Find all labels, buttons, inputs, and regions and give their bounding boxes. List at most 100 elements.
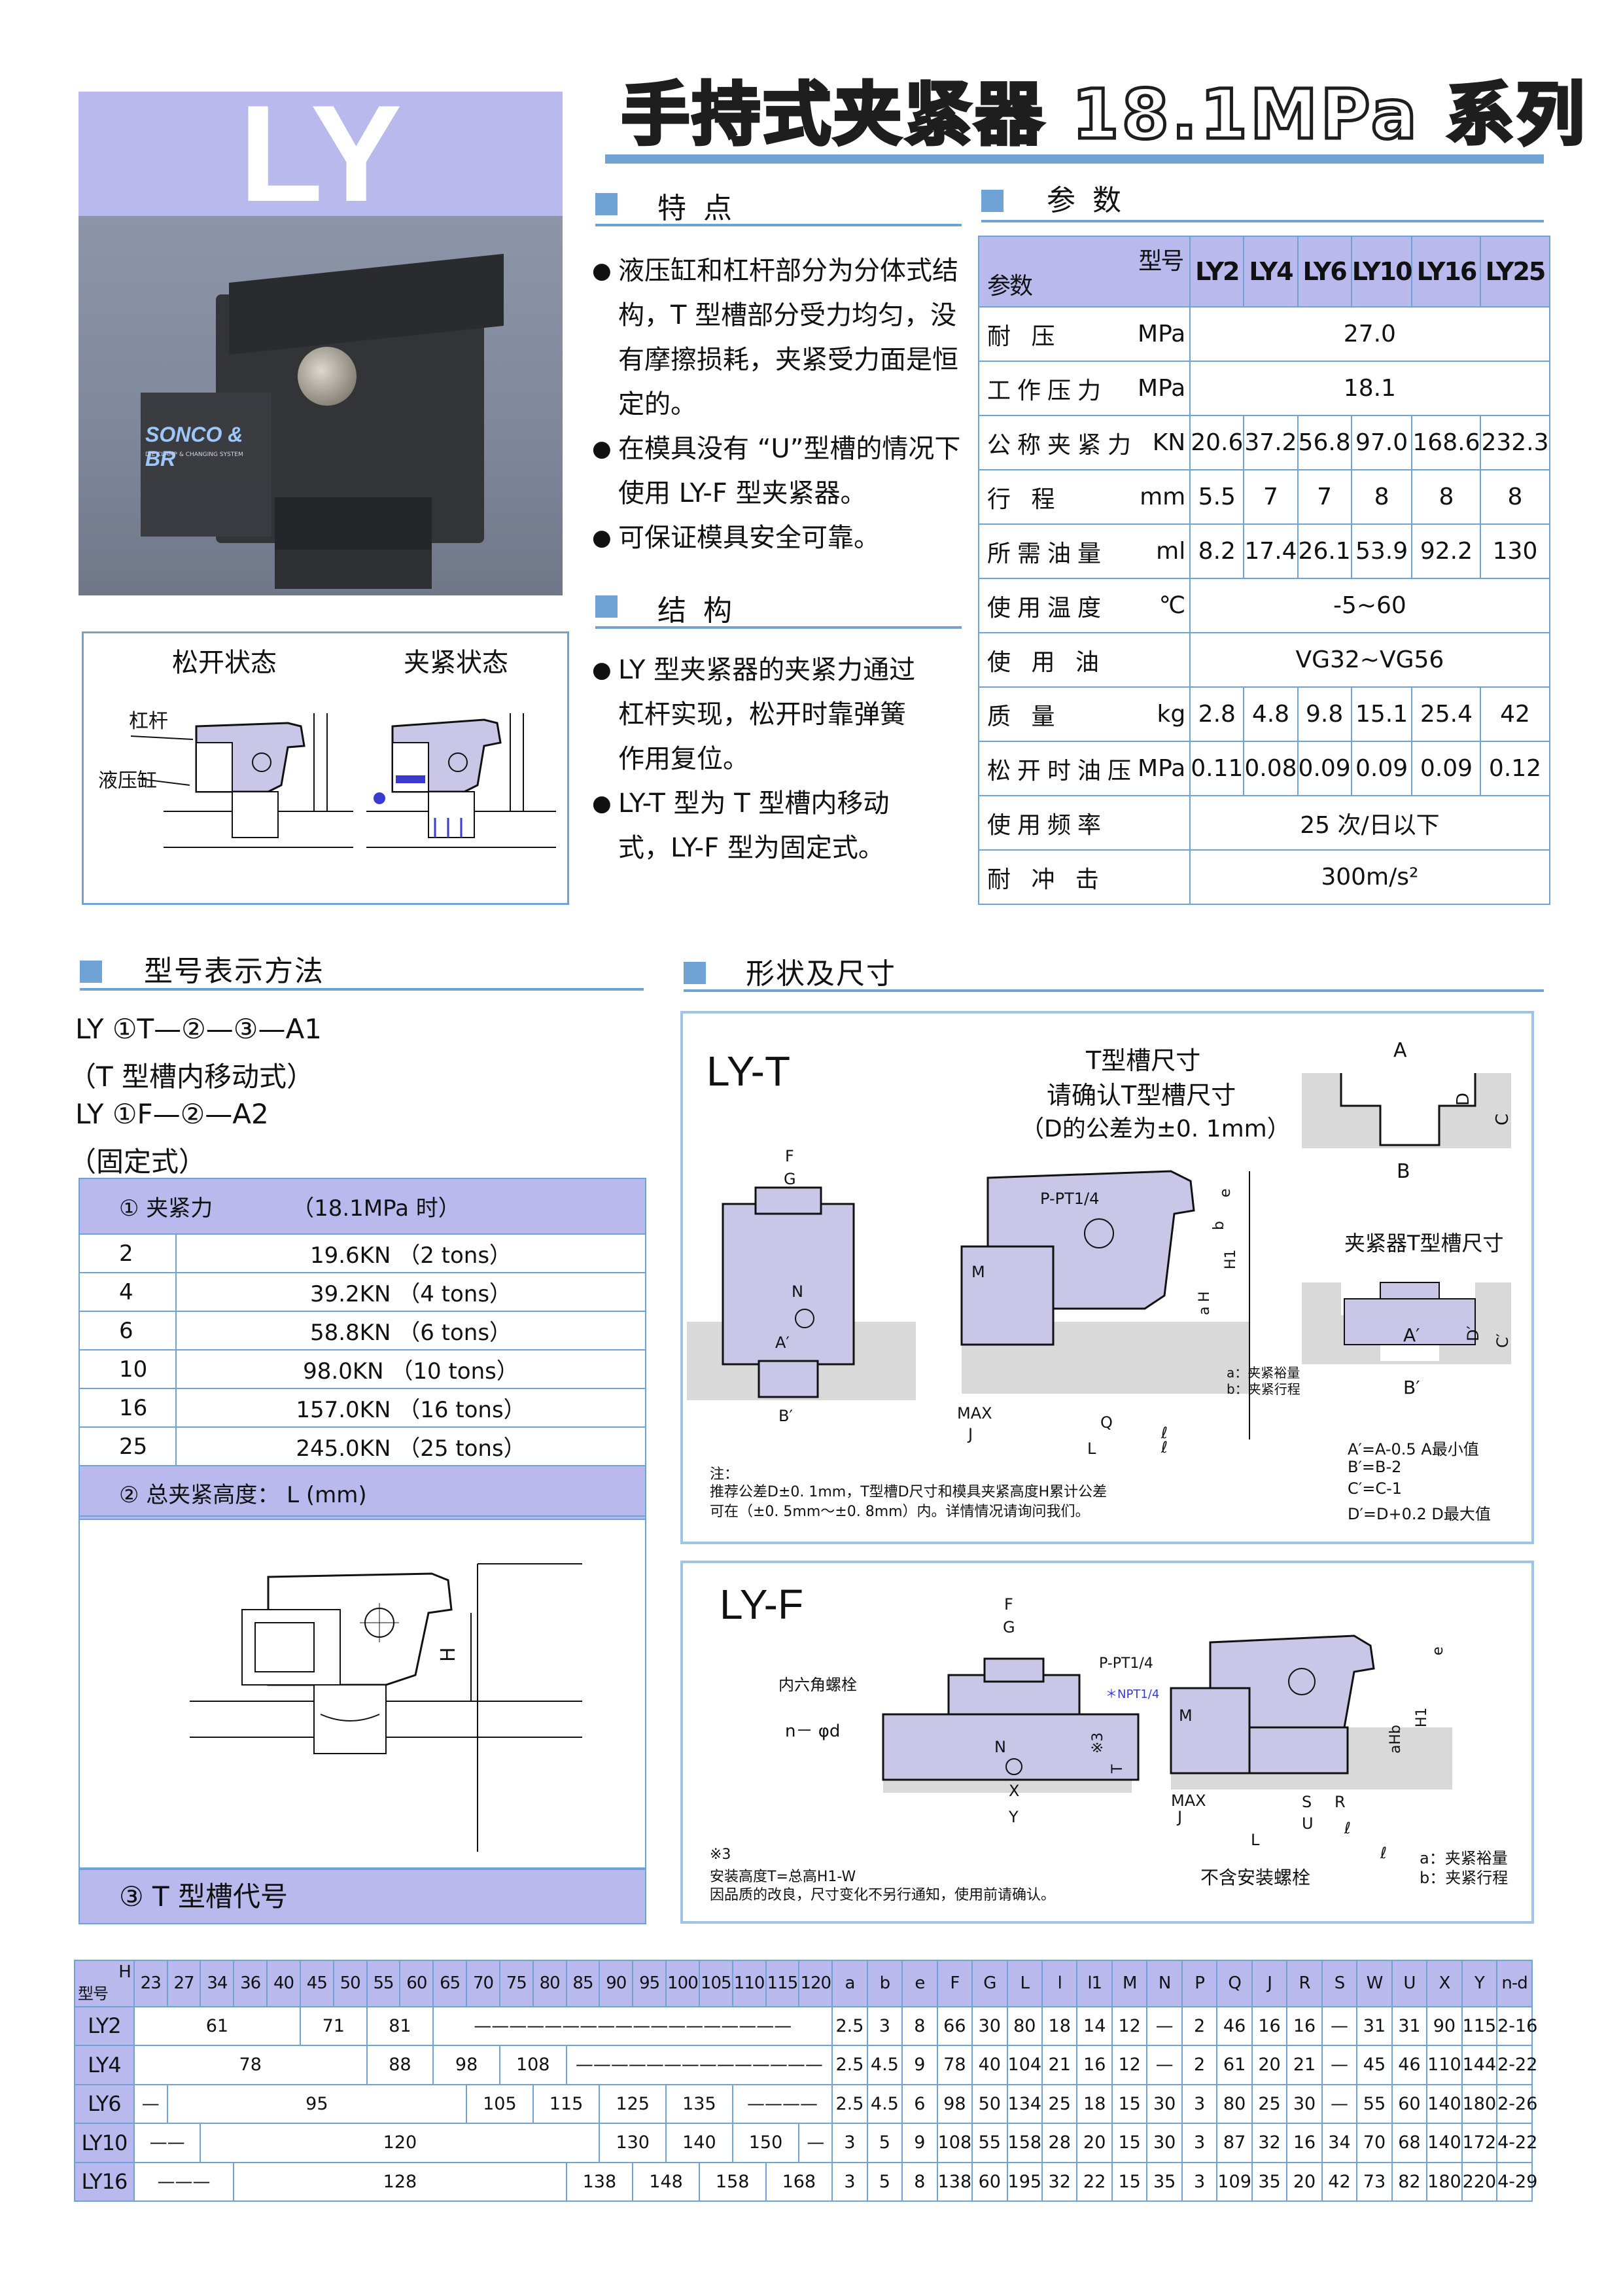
dimension-value: 134: [1006, 2083, 1043, 2125]
svg-text:A′: A′: [1403, 1324, 1420, 1346]
svg-text:M: M: [1179, 1706, 1193, 1725]
spec-model-ly6: LY6: [1297, 236, 1352, 308]
dim-column-header: e: [901, 1960, 938, 2007]
svg-text:Q: Q: [1100, 1413, 1113, 1432]
dimension-value: 2-22: [1496, 2045, 1537, 2085]
spec-value: 8: [1350, 469, 1413, 525]
spec-param-name: 质 量: [977, 686, 1138, 742]
spec-value: 53.9: [1350, 523, 1413, 579]
cylinder-label: 液压缸: [98, 769, 157, 792]
dimension-value: 108: [936, 2123, 973, 2163]
spec-value: 97.0: [1350, 415, 1413, 470]
height-drawing-box: [79, 1515, 646, 1869]
h-column-header: 70: [466, 1960, 500, 2007]
dim-column-header: P: [1181, 1960, 1218, 2007]
dimension-value: 66: [936, 2005, 973, 2047]
total-height-cell: —: [798, 2123, 833, 2163]
dimension-value: 2.5: [831, 2083, 868, 2125]
svg-text:M: M: [971, 1263, 985, 1281]
lyt-tslot-note-2: 请确认T型槽尺寸: [1047, 1081, 1236, 1110]
spec-value: 7: [1297, 469, 1352, 525]
dim-column-header: F: [936, 1960, 973, 2007]
corner-h-label: H: [118, 1962, 131, 1982]
svg-text:ℓ: ℓ: [1161, 1424, 1168, 1442]
dim-column-header: l: [1041, 1960, 1078, 2007]
spec-model-ly4: LY4: [1243, 236, 1299, 308]
spec-param-unit: MPa: [1138, 741, 1191, 796]
total-height-cell: ———: [133, 2161, 235, 2202]
formula-4: D′=D+0.2 D最大值: [1348, 1505, 1491, 1523]
spec-value: 0.09: [1297, 741, 1352, 796]
spec-param-name: 耐 压: [977, 306, 1138, 362]
spec-value: 4.8: [1243, 686, 1299, 742]
spec-model-ly10: LY10: [1350, 236, 1413, 308]
force-code: 16: [79, 1388, 177, 1428]
lyt-tslot-note-1: T型槽尺寸: [1086, 1046, 1201, 1075]
force-header-note: （18.1MPa 时）: [292, 1195, 461, 1222]
h-column-header: 100: [665, 1960, 700, 2007]
page-title: 手持式夹紧器 18.1MPa 系列: [620, 73, 1588, 156]
dimension-value: 9: [901, 2123, 938, 2163]
formula-2: B′=B-2: [1348, 1458, 1402, 1476]
photo-knob: [298, 347, 357, 406]
dimension-value: 3: [1181, 2161, 1218, 2202]
title-rule: [605, 154, 1544, 164]
spec-value: 5.5: [1189, 469, 1245, 525]
features-title: 特 点: [657, 192, 736, 225]
feature-item: ●液压缸和杠杆部分为分体式结构，T 型槽部分受力均匀，没有摩擦损耗，夹紧受力面是…: [592, 249, 971, 427]
dimension-value: 3: [831, 2123, 868, 2163]
svg-text:MAX: MAX: [957, 1404, 992, 1422]
svg-text:G: G: [1003, 1618, 1015, 1636]
lyf-drawing: N X Y F G ※3 T M MAX J S R U L ℓ ℓ aHb H…: [882, 1595, 1452, 1862]
h-column-header: 120: [798, 1960, 833, 2007]
total-height-cell: 125: [599, 2083, 667, 2125]
spec-param-unit: mm: [1138, 469, 1191, 525]
svg-text:P-PT1/4: P-PT1/4: [1040, 1190, 1099, 1208]
svg-text:X: X: [1009, 1782, 1019, 1800]
photo-base: [275, 497, 432, 556]
dim-column-header: b: [866, 1960, 903, 2007]
spec-value: 130: [1480, 523, 1550, 579]
spec-value: 0.09: [1350, 741, 1413, 796]
dimension-value: 22: [1076, 2161, 1113, 2202]
dimension-value: 30: [1286, 2083, 1323, 2125]
svg-text:C′: C′: [1493, 1333, 1512, 1348]
spec-param-name: 耐 冲 击: [977, 849, 1138, 905]
dimension-value: 2-26: [1496, 2083, 1537, 2125]
lyt-note-2: 可在（±0. 5mm～±0. 8mm）内。详情情况请询问我们。: [710, 1504, 1090, 1520]
h-column-header: 23: [133, 1960, 168, 2007]
total-height-cell: 130: [599, 2123, 667, 2163]
dimension-value: 8: [901, 2161, 938, 2202]
shape-square: [684, 962, 706, 984]
dimension-value: 12: [1111, 2005, 1148, 2047]
lyt-tslot-note-3: （D的公差为±0. 1mm）: [1021, 1116, 1291, 1142]
lyf-npt: ＊NPT1/4: [1106, 1687, 1160, 1701]
structure-list: ●LY 型夹紧器的夹紧力通过杠杆实现，松开时靠弹簧作用复位。 ●LY-T 型为 …: [592, 648, 919, 870]
spec-value: 0.11: [1189, 741, 1245, 796]
spec-param-unit: MPa: [1138, 306, 1191, 362]
h-column-header: 34: [200, 1960, 235, 2007]
total-height-cell: 98: [432, 2045, 500, 2085]
dimension-value: 104: [1006, 2045, 1043, 2085]
total-height-cell: 105: [466, 2083, 534, 2125]
force-code: 25: [79, 1426, 177, 1466]
dimension-value: 28: [1041, 2123, 1078, 2163]
product-photo: [79, 216, 563, 595]
svg-text:T: T: [1109, 1764, 1126, 1774]
open-state-label: 松开状态: [172, 648, 277, 678]
dimension-value: 35: [1146, 2161, 1183, 2202]
h-column-header: 60: [399, 1960, 434, 2007]
structure-item: ●LY-T 型为 T 型槽内移动式，LY-F 型为固定式。: [592, 781, 919, 870]
dimension-value: 68: [1391, 2123, 1428, 2163]
h-column-header: 90: [599, 1960, 634, 2007]
svg-text:H: H: [437, 1647, 460, 1662]
brand-logo: SONCO & BR: [145, 423, 243, 470]
force-code: 10: [79, 1349, 177, 1389]
dimension-value: 80: [1006, 2005, 1043, 2047]
dimension-value: 16: [1286, 2123, 1323, 2163]
spec-header-param: 参数: [987, 273, 1033, 300]
